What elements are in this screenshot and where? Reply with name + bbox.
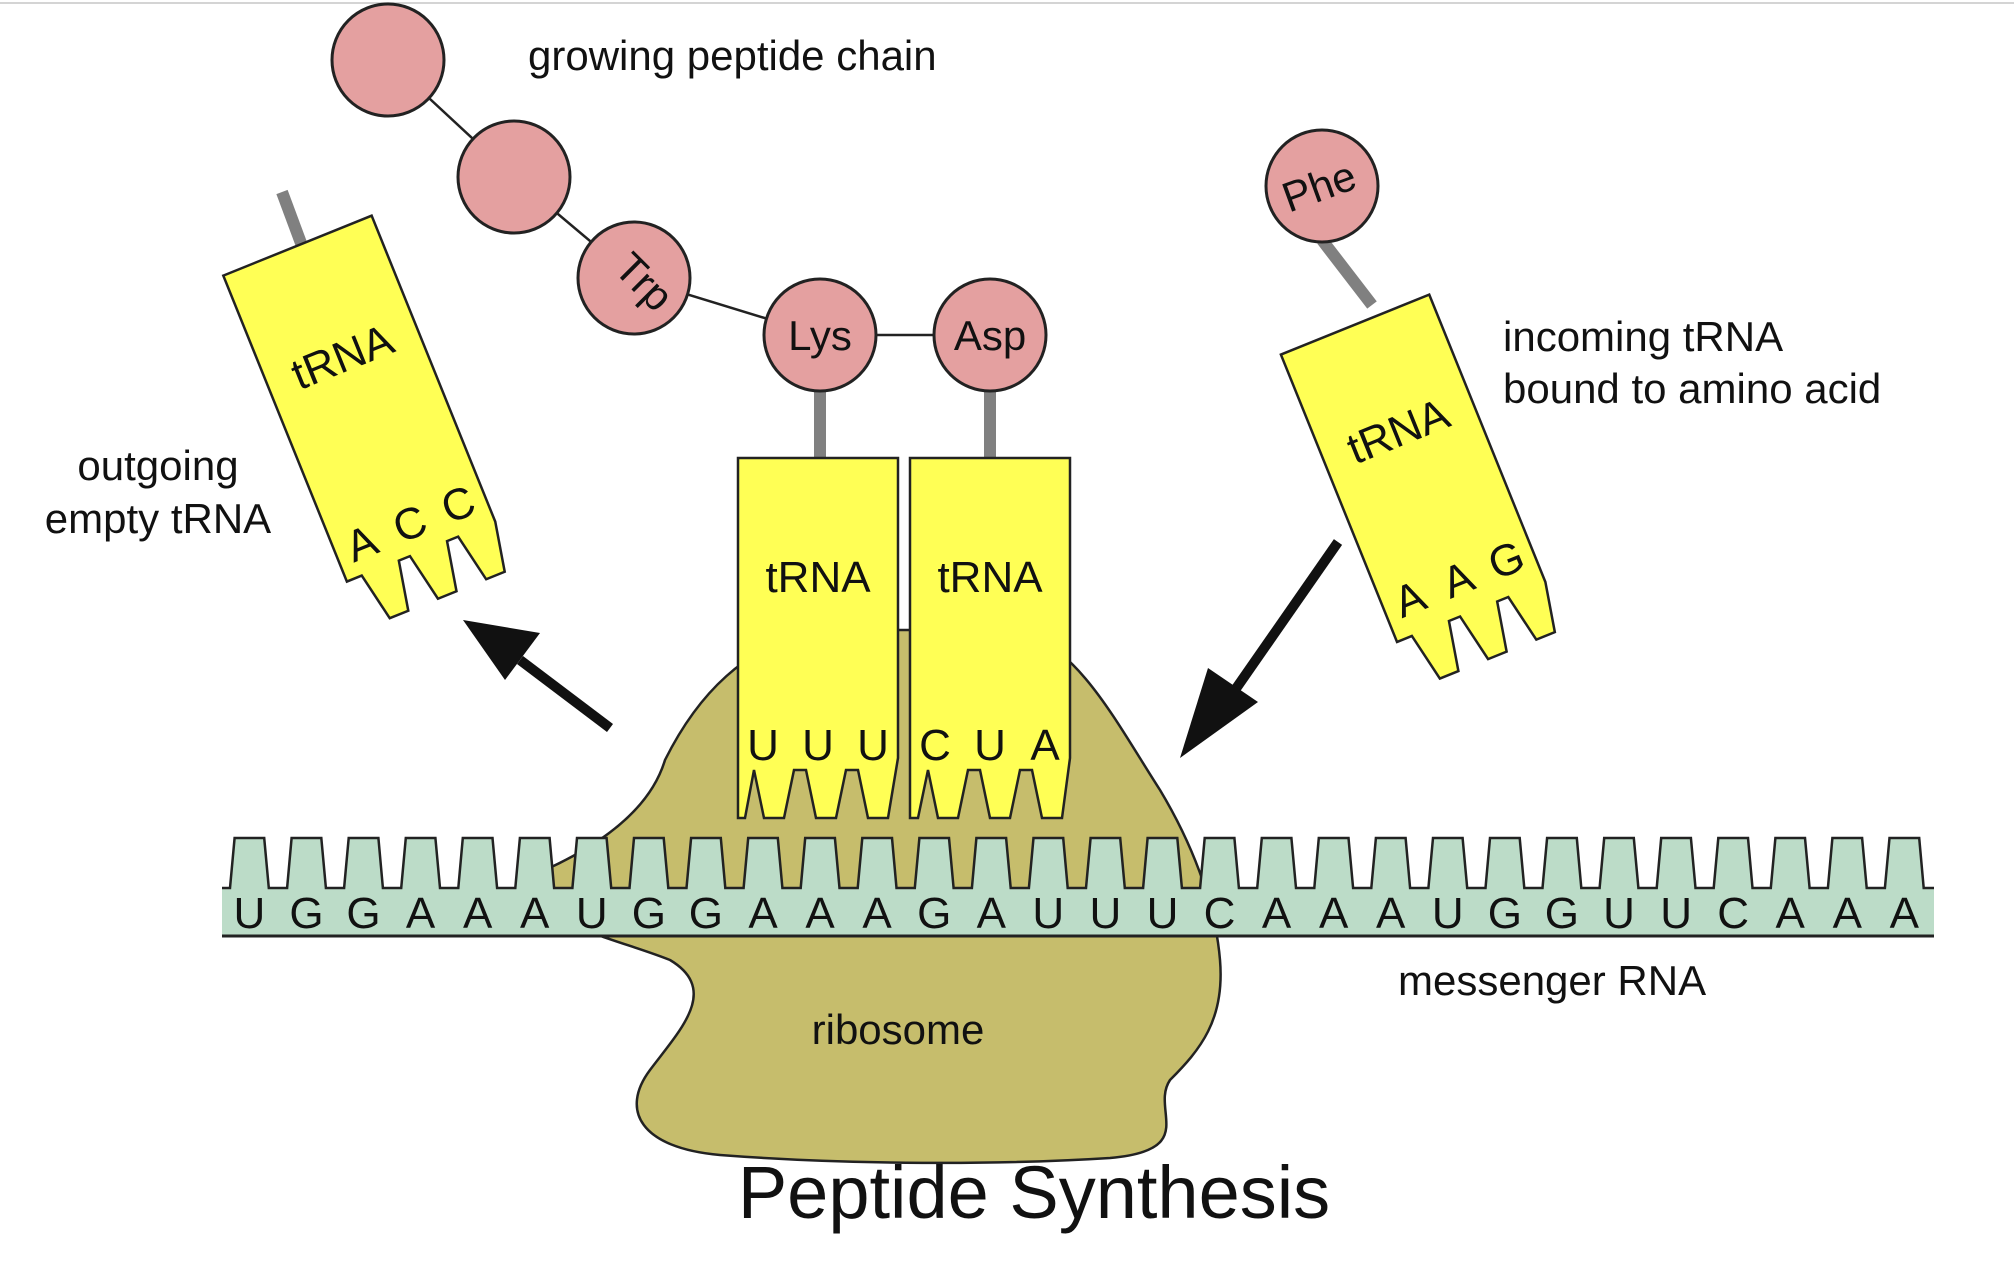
amino-acid-asp	[932, 277, 1048, 393]
amino-acid	[456, 119, 572, 235]
mrna-base: A	[1262, 889, 1292, 938]
growing-peptide-chain-label: growing peptide chain	[528, 32, 937, 79]
mrna-base: U	[1660, 889, 1692, 938]
amino-acid-lys	[762, 277, 878, 393]
mrna-base: U	[234, 889, 266, 938]
amino-acid-label-asp: Asp	[954, 312, 1026, 359]
trna-label: tRNA	[937, 553, 1043, 602]
diagram-title: Peptide Synthesis	[738, 1151, 1330, 1234]
mrna-base: G	[1488, 889, 1522, 938]
anticodon-base: U	[974, 721, 1006, 770]
trna-p-site: tRNA U U U	[736, 456, 900, 820]
trna-outgoing: tRNA A C C	[221, 214, 507, 620]
mrna-base: A	[1776, 889, 1806, 938]
mrna-base: U	[1090, 889, 1122, 938]
mrna-base: A	[977, 889, 1007, 938]
mrna-base: G	[917, 889, 951, 938]
mrna-base: C	[1204, 889, 1236, 938]
mrna-base: A	[520, 889, 550, 938]
mrna-base: U	[576, 889, 608, 938]
trna-stems	[276, 189, 1377, 458]
amino-acid-label-lys: Lys	[788, 312, 852, 359]
incoming-label-line2: bound to amino acid	[1503, 365, 1881, 412]
trna-incoming: tRNA A A G	[1279, 292, 1557, 681]
growing-peptide-chain: Trp Lys Asp	[330, 2, 1048, 393]
anticodon-base: A	[1030, 721, 1060, 770]
mrna-base: G	[1545, 889, 1579, 938]
mrna-base: A	[1890, 889, 1920, 938]
arrow-incoming	[1180, 539, 1343, 758]
mrna-base: A	[748, 889, 778, 938]
mrna-base: A	[463, 889, 493, 938]
mrna-base: A	[406, 889, 436, 938]
amino-acid-trp	[576, 220, 692, 336]
mrna-base: A	[1319, 889, 1349, 938]
mrna-teeth-fill	[222, 838, 1934, 936]
mrna-base: G	[289, 889, 323, 938]
outgoing-label-line1: outgoing	[77, 442, 238, 489]
amino-acid-phe	[1264, 128, 1380, 244]
mrna-base: G	[632, 889, 666, 938]
outgoing-label-line2: empty tRNA	[45, 495, 271, 542]
mrna-base: G	[689, 889, 723, 938]
mrna-base: G	[346, 889, 380, 938]
arrow-outgoing	[463, 620, 614, 732]
amino-acid	[330, 2, 446, 118]
mrna-codon-teeth	[222, 836, 1934, 936]
trna-a-site: tRNA C U A	[908, 456, 1072, 820]
mrna-base: U	[1432, 889, 1464, 938]
trna-label: tRNA	[765, 553, 871, 602]
mrna-base: A	[1376, 889, 1406, 938]
mrna-teeth-outline	[222, 836, 1934, 890]
mrna-base: C	[1717, 889, 1749, 938]
mrna-base: U	[1032, 889, 1064, 938]
anticodon-base: U	[857, 721, 889, 770]
ribosome-label: ribosome	[812, 1006, 985, 1053]
mrna-base: A	[1833, 889, 1863, 938]
mrna-base: A	[805, 889, 835, 938]
messenger-rna-label: messenger RNA	[1398, 957, 1706, 1004]
incoming-label-line1: incoming tRNA	[1503, 313, 1783, 360]
anticodon-base: C	[919, 721, 951, 770]
mrna-base: U	[1603, 889, 1635, 938]
mrna-base: A	[862, 889, 892, 938]
mrna-base: U	[1147, 889, 1179, 938]
anticodon-base: U	[802, 721, 834, 770]
anticodon-base: U	[747, 721, 779, 770]
